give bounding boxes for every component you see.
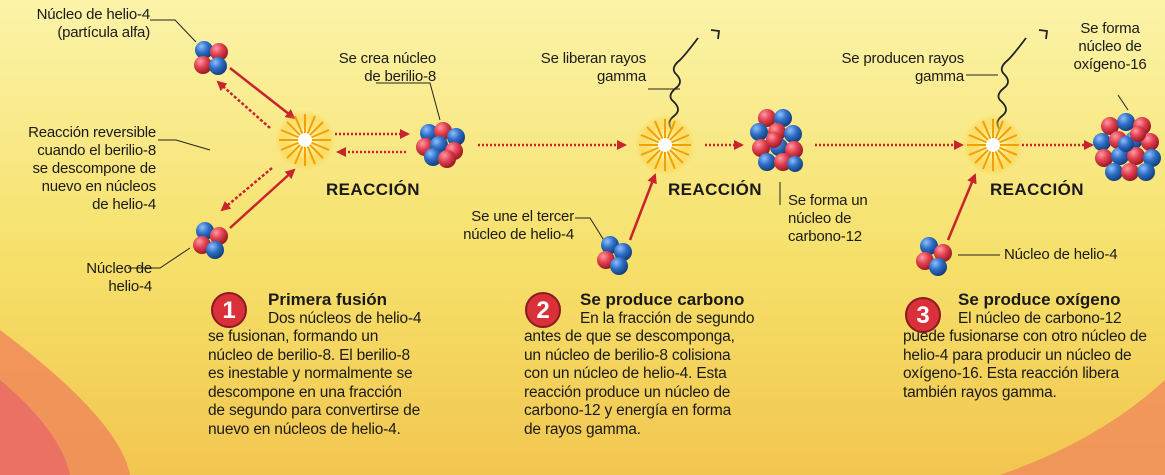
step-2-line4: con un núcleo de helio-4. Esta [524,365,727,382]
step-2-line3: un núcleo de berilio-8 colisiona [524,346,731,364]
gamma-ray-2 [996,37,1027,131]
label-helium-alpha-line2: (partícula alfa) [57,24,150,41]
label-oxygen: Se forma núcleo de oxígeno-16 [1058,20,1162,74]
label-helium-alpha: Núcleo de helio-4 (partícula alfa) [0,6,151,42]
label-carbon-line1: Se forma un [788,192,868,209]
gamma-rays [668,29,1049,131]
reaction-label-2: REACCIÓN [668,180,762,199]
label-oxygen-line2: núcleo de [1078,38,1142,55]
helium-nucleus-right [916,237,952,276]
label-oxygen-line3: oxígeno-16 [1073,56,1147,73]
step-badge-1: 1 [211,292,247,328]
gamma-ray-2-head [1038,29,1049,40]
label-helium-alpha-line1: Núcleo de helio-4 [36,6,151,23]
label-reversible: Reacción reversible cuando el berilio-8 … [0,124,156,214]
step-1-line3: núcleo de berilio-8. El berilio-8 [208,346,410,364]
step-2-line6: carbono-12 y energía en forma [524,402,732,419]
reaction-arrows-1 [216,67,410,229]
label-gamma-2: Se producen rayos gamma [810,50,964,86]
step-3-line5: también rayos gamma. [903,383,1057,401]
step-2-body: antes de que se descomponga, un núcleo d… [524,328,824,439]
helium-nucleus-third [597,236,632,275]
label-reversible-line4: nuevo en núcleos [41,178,157,195]
step-title-2: Se produce carbono [580,290,745,309]
step-3-line3: helio-4 para producir un núcleo de [903,346,1132,364]
label-helium-bottom-line2: helio-4 [108,278,152,295]
label-gamma-1-line2: gamma [596,68,646,85]
label-helium-bottom: Núcleo de helio-4 [0,260,152,296]
step-title-1: Primera fusión [268,290,388,309]
label-third-helium: Se une el tercer núcleo de helio-4 [430,208,574,244]
reaction-label-3: REACCIÓN [990,180,1084,199]
label-helium-bottom-line1: Núcleo de [86,260,152,277]
step-1-line5: descompone en una fracción [208,383,402,401]
label-oxygen-line1: Se forma [1080,20,1140,37]
step-3-line1: El núcleo de carbono-12 [958,310,1122,327]
label-third-helium-line2: núcleo de helio-4 [463,226,574,243]
reaction-arrows-2 [478,140,744,241]
step-badge-2: 2 [525,292,561,328]
label-carbon-line2: núcleo de [788,210,852,227]
flashes [275,110,1023,175]
nuclei [193,41,1161,276]
oxygen-16-nucleus [1093,113,1161,181]
reaction-flash-1 [275,110,335,170]
step-1-line2: se fusionan, formando un [208,328,379,345]
label-beryllium-line2: de berilio-8 [364,68,436,85]
step-2-line7: de rayos gamma. [524,420,641,438]
gamma-ray-1 [668,37,699,131]
reaction-arrows-3 [815,140,1094,241]
reaction-flash-2 [635,115,695,175]
label-carbon: Se forma un núcleo de carbono-12 [788,192,888,246]
step-1-line1: Dos núcleos de helio-4 [268,310,422,327]
step-3-body: puede fusionarse con otro núcleo de heli… [903,328,1165,402]
label-beryllium: Se crea núcleo de berilio-8 [300,50,436,86]
carbon-12-nucleus [750,109,803,172]
background-swoosh-right [1000,380,1165,475]
background-swoosh-left-inner [0,380,70,475]
label-reversible-line1: Reacción reversible [28,124,156,141]
label-gamma-1: Se liberan rayos gamma [520,50,646,86]
step-2-line5: reacción produce un núcleo de [524,383,731,401]
helium-nucleus-top [194,41,228,75]
gamma-ray-1-head [710,29,721,40]
helium-nucleus-bottom [193,222,228,259]
label-reversible-line2: cuando el berilio-8 [37,142,156,159]
step-badge-3: 3 [905,297,941,333]
label-reversible-line3: se descompone de [32,160,156,177]
label-gamma-1-line1: Se liberan rayos [540,50,646,67]
step-title-3: Se produce oxígeno [958,290,1121,309]
label-reversible-line5: de helio-4 [92,196,156,213]
step-1-line7: nuevo en núcleos de helio-4. [208,420,401,438]
label-beryllium-line1: Se crea núcleo [338,50,436,67]
step-2-line1: En la fracción de segundo [580,310,755,327]
step-3-line4: oxígeno-16. Esta reacción libera [903,365,1119,382]
step-1-body: se fusionan, formando un núcleo de beril… [208,328,508,439]
step-1-line4: es inestable y normalmente se [208,365,413,382]
label-gamma-2-line2: gamma [914,68,964,85]
reaction-flash-3 [963,115,1023,175]
beryllium-8-nucleus [416,122,465,168]
step-3-line2: puede fusionarse con otro núcleo de [903,328,1147,345]
step-2-line2: antes de que se descomponga, [524,328,735,345]
label-third-helium-line1: Se une el tercer [471,208,574,225]
label-gamma-2-line1: Se producen rayos [841,50,964,67]
label-helium-right: Núcleo de helio-4 [1004,246,1118,263]
reaction-label-1: REACCIÓN [326,180,420,199]
label-carbon-line3: carbono-12 [788,228,862,245]
step-1-line6: de segundo para convertirse de [208,402,421,419]
leader-lines [128,19,1129,269]
